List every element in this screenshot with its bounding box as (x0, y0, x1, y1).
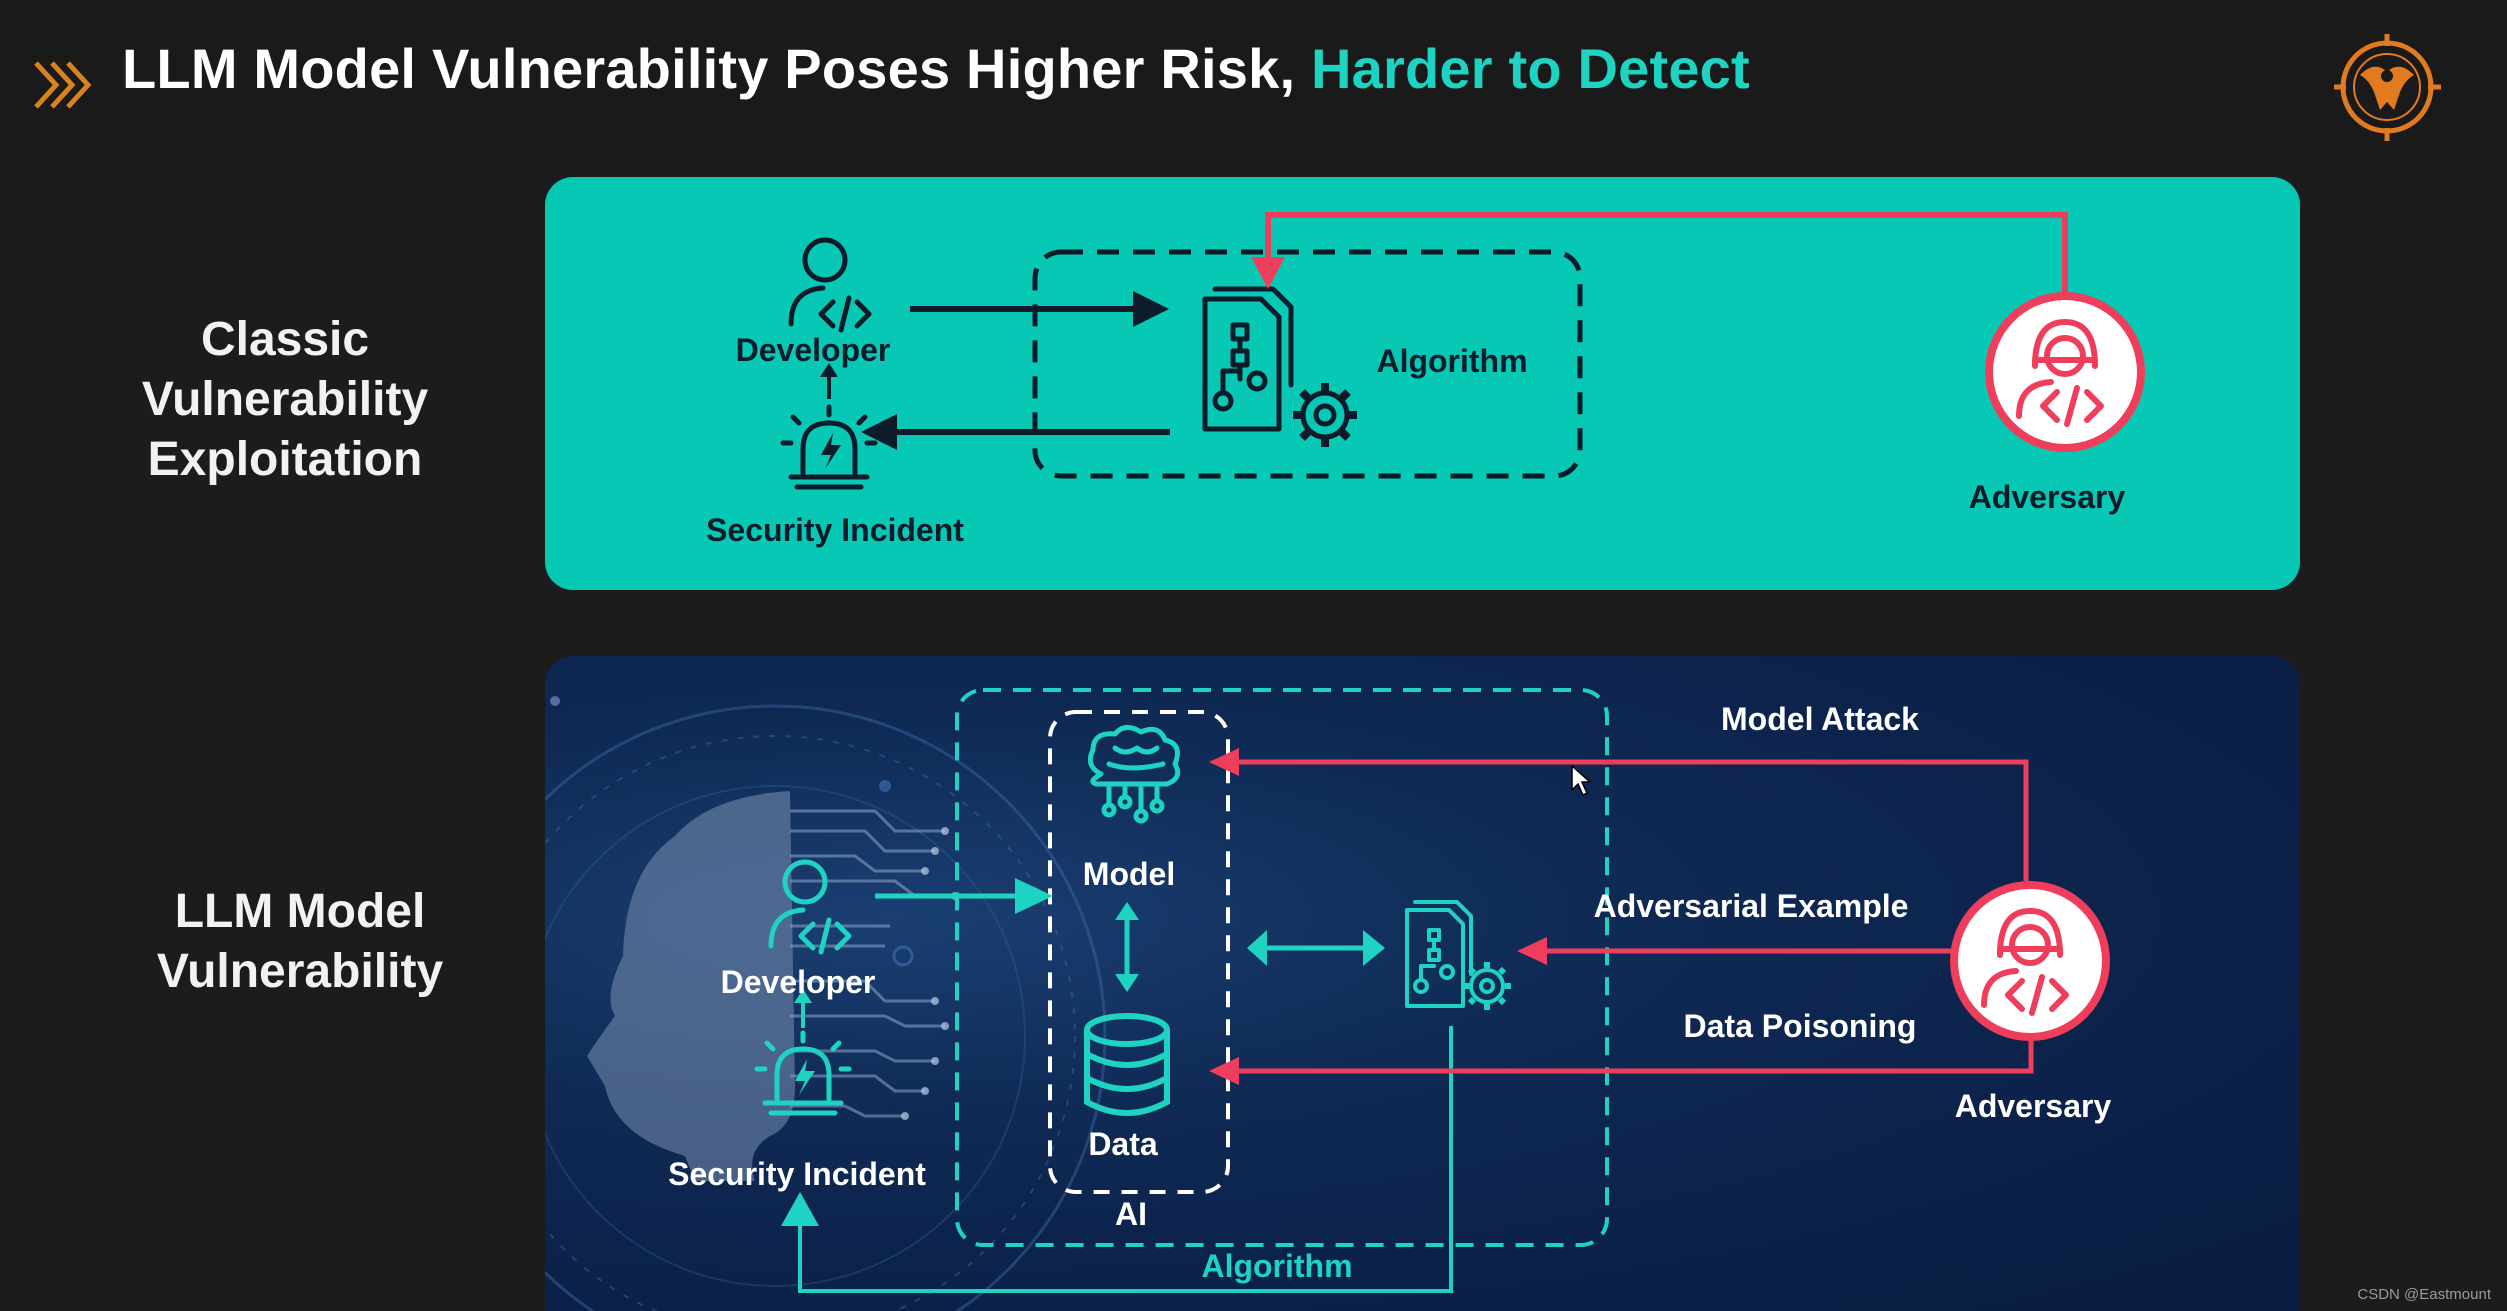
data-label: Data (1088, 1126, 1158, 1162)
adversary-label: Adversary (1968, 479, 2126, 515)
algorithm-document-icon (1405, 900, 1473, 1008)
gear-icon (1463, 962, 1511, 1010)
developer-icon (788, 237, 872, 333)
brain-icon (1087, 725, 1181, 824)
developer-label: Developer (720, 964, 876, 1000)
classic-vulnerability-panel: Developer Security Incident Algorithm Ad… (545, 177, 2300, 590)
chevron-right-double-icon (34, 61, 92, 109)
arrowhead (1115, 974, 1139, 992)
ai-boundary-box (955, 688, 1609, 1247)
attack-path-adversary-to-algorithm (1265, 212, 2068, 295)
llm-diagram (545, 688, 2110, 1311)
adversary-icon (1985, 292, 2145, 452)
arrowhead (1209, 748, 1239, 776)
mouse-cursor-icon (1571, 764, 1592, 797)
arrowhead (1209, 1057, 1239, 1085)
row-label-line: Classic (200, 313, 370, 366)
security-incident-label: Security Incident (706, 512, 964, 548)
model-attack-path (1225, 759, 2029, 881)
row-label-line: LLM Model (174, 885, 426, 938)
developer-label: Developer (735, 332, 891, 368)
arrowhead (1517, 937, 1547, 965)
arrowhead (781, 1192, 819, 1226)
arrowhead (1015, 878, 1053, 914)
arrowhead (1133, 291, 1169, 327)
circuit-background (545, 704, 1107, 1311)
row-label-classic: Classic Vulnerability Exploitation (110, 310, 460, 490)
database-icon (1084, 1013, 1170, 1116)
slide-title: LLM Model Vulnerability Poses Higher Ris… (122, 36, 1750, 101)
slide-header: LLM Model Vulnerability Poses Higher Ris… (0, 0, 2507, 150)
adversary-icon (1950, 881, 2110, 1041)
gear-icon (1293, 383, 1357, 447)
arrowhead (1363, 930, 1385, 966)
circuit-traces (790, 809, 955, 1118)
data-poisoning-label: Data Poisoning (1683, 1008, 1917, 1044)
algorithm-document-icon (1202, 286, 1294, 432)
adversarial-example-label: Adversarial Example (1593, 888, 1909, 924)
llm-vulnerability-panel: Developer Security Incident Model Data A… (545, 656, 2300, 1311)
eagle-logo-icon (2334, 34, 2441, 141)
data-poisoning-path (1225, 1028, 2034, 1074)
arrowhead (1251, 257, 1285, 289)
classic-diagram (780, 212, 2145, 490)
title-accent: Harder to Detect (1310, 37, 1750, 100)
algorithm-return-path (798, 1026, 1453, 1293)
developer-icon (768, 859, 852, 955)
model-data-boundary-box (1048, 710, 1230, 1194)
arrowhead (820, 363, 838, 377)
algorithm-boundary-box (1032, 249, 1583, 479)
security-incident-label: Security Incident (668, 1156, 926, 1192)
row-label-line: Vulnerability (156, 945, 444, 998)
arrowhead (1247, 930, 1267, 966)
algorithm-label: Algorithm (1376, 343, 1528, 379)
head-silhouette (587, 791, 795, 1181)
arrowhead (794, 989, 812, 1003)
arrowhead (861, 414, 897, 450)
title-main: LLM Model Vulnerability Poses Higher Ris… (122, 37, 1311, 100)
arrowhead (1115, 902, 1139, 920)
model-attack-label: Model Attack (1721, 701, 1919, 737)
alarm-icon (780, 404, 878, 490)
row-label-line: Vulnerability (141, 373, 429, 426)
model-label: Model (1082, 856, 1176, 892)
algorithm-label: Algorithm (1201, 1248, 1353, 1284)
alarm-icon (754, 1030, 852, 1116)
adversary-label: Adversary (1954, 1088, 2112, 1124)
ai-label: AI (1115, 1196, 1147, 1232)
row-label-llm: LLM Model Vulnerability (120, 882, 480, 1002)
row-label-line: Exploitation (147, 433, 423, 486)
watermark: CSDN @Eastmount (2357, 1286, 2491, 1303)
